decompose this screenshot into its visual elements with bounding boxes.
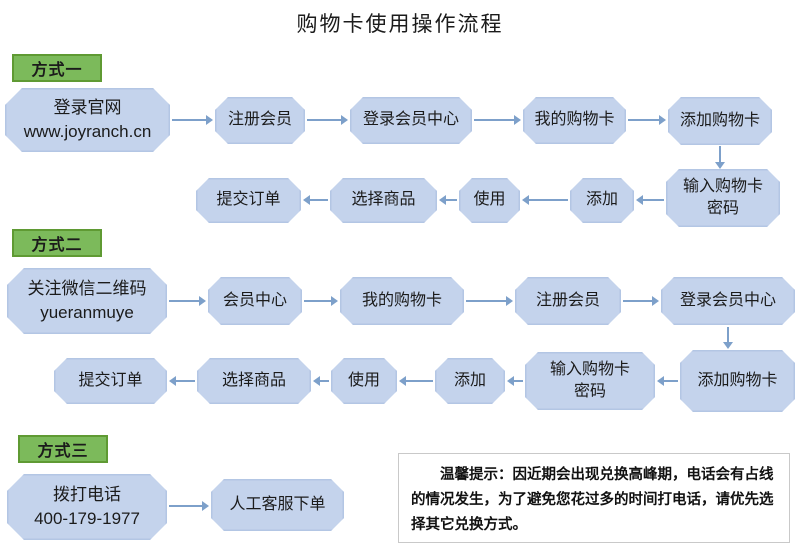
node-m2-enter-card-password: 输入购物卡 密码	[525, 352, 655, 410]
arrow-left-icon	[507, 375, 523, 387]
node-m1-submit-order: 提交订单	[196, 178, 301, 223]
node-sublabel: yueranmuye	[40, 303, 134, 322]
node-m3-call-phone: 拨打电话 400-179-1977	[7, 474, 167, 540]
arrow-right-icon	[474, 114, 521, 126]
node-sublabel: www.joyranch.cn	[23, 122, 152, 141]
node-label: 使用	[347, 371, 380, 389]
node-m2-member-center: 会员中心	[208, 277, 302, 325]
arrow-left-icon	[657, 375, 678, 387]
node-m2-follow-wechat-qrcode: 关注微信二维码 yueranmuye	[7, 268, 167, 334]
arrow-left-icon	[439, 194, 457, 206]
method2-label: 方式二	[12, 229, 102, 257]
arrow-right-icon	[172, 114, 213, 126]
arrow-left-icon	[303, 194, 328, 206]
arrow-left-icon	[169, 375, 195, 387]
node-label: 选择商品	[351, 191, 416, 209]
node-m2-register-member: 注册会员	[515, 277, 621, 325]
node-m1-login-member-center: 登录会员中心	[350, 97, 472, 144]
node-m1-login-official-website: 登录官网 www.joyranch.cn	[5, 88, 170, 152]
node-m1-add: 添加	[570, 178, 634, 223]
node-label: 添加购物卡	[697, 371, 778, 389]
arrow-right-icon	[304, 295, 338, 307]
arrow-right-icon	[466, 295, 513, 307]
node-m2-add: 添加	[435, 358, 505, 404]
arrow-right-icon	[307, 114, 348, 126]
arrow-right-icon	[628, 114, 666, 126]
node-sublabel: 密码	[706, 200, 739, 217]
node-sublabel: 400-179-1977	[34, 509, 140, 528]
node-m2-select-goods: 选择商品	[197, 358, 311, 404]
node-m1-my-shopping-card: 我的购物卡	[523, 97, 626, 144]
arrow-down-icon	[714, 146, 726, 169]
arrow-left-icon	[636, 194, 664, 206]
node-m2-submit-order: 提交订单	[54, 358, 167, 404]
node-sublabel: 密码	[573, 383, 606, 400]
arrow-down-icon	[722, 327, 734, 349]
node-label: 输入购物卡	[682, 177, 763, 195]
node-label: 添加	[585, 191, 618, 209]
node-label: 添加购物卡	[679, 111, 760, 129]
node-label: 登录官网	[53, 98, 122, 118]
node-label: 关注微信二维码	[27, 279, 147, 299]
node-label: 使用	[473, 191, 506, 209]
node-m2-my-shopping-card: 我的购物卡	[340, 277, 464, 325]
page-title: 购物卡使用操作流程	[296, 13, 504, 36]
arrow-left-icon	[313, 375, 329, 387]
arrow-right-icon	[169, 500, 209, 512]
method1-label: 方式一	[12, 54, 102, 82]
node-m3-manual-service-order: 人工客服下单	[211, 479, 344, 531]
node-label: 提交订单	[78, 371, 143, 389]
notice-text: 温馨提示：因近期会出现兑换高峰期，电话会有占线的情况发生，为了避免您花过多的时间…	[411, 467, 774, 533]
node-label: 人工客服下单	[229, 495, 326, 513]
node-m2-add-shopping-card: 添加购物卡	[680, 350, 795, 412]
node-label: 拨打电话	[53, 485, 121, 505]
notice-box: 温馨提示：因近期会出现兑换高峰期，电话会有占线的情况发生，为了避免您花过多的时间…	[398, 453, 790, 543]
node-label: 添加	[453, 371, 486, 389]
method3-label: 方式三	[18, 435, 108, 463]
node-label: 登录会员中心	[679, 291, 776, 309]
node-label: 注册会员	[535, 291, 600, 309]
node-label: 选择商品	[221, 371, 286, 389]
node-label: 登录会员中心	[362, 111, 459, 129]
arrow-right-icon	[623, 295, 659, 307]
node-m1-select-goods: 选择商品	[330, 178, 437, 223]
arrow-left-icon	[522, 194, 568, 206]
node-label: 会员中心	[222, 291, 287, 309]
node-label: 我的购物卡	[534, 111, 615, 129]
arrow-left-icon	[399, 375, 433, 387]
node-label: 我的购物卡	[361, 291, 442, 309]
node-m2-login-member-center: 登录会员中心	[661, 277, 795, 325]
node-m2-use: 使用	[331, 358, 397, 404]
node-m1-use: 使用	[459, 178, 520, 223]
node-m1-enter-card-password: 输入购物卡 密码	[666, 169, 780, 227]
node-m1-add-shopping-card: 添加购物卡	[668, 97, 772, 145]
node-m1-register-member: 注册会员	[215, 97, 305, 144]
arrow-right-icon	[169, 295, 206, 307]
node-label: 注册会员	[227, 111, 292, 129]
node-label: 提交订单	[216, 191, 281, 209]
node-label: 输入购物卡	[549, 360, 630, 378]
